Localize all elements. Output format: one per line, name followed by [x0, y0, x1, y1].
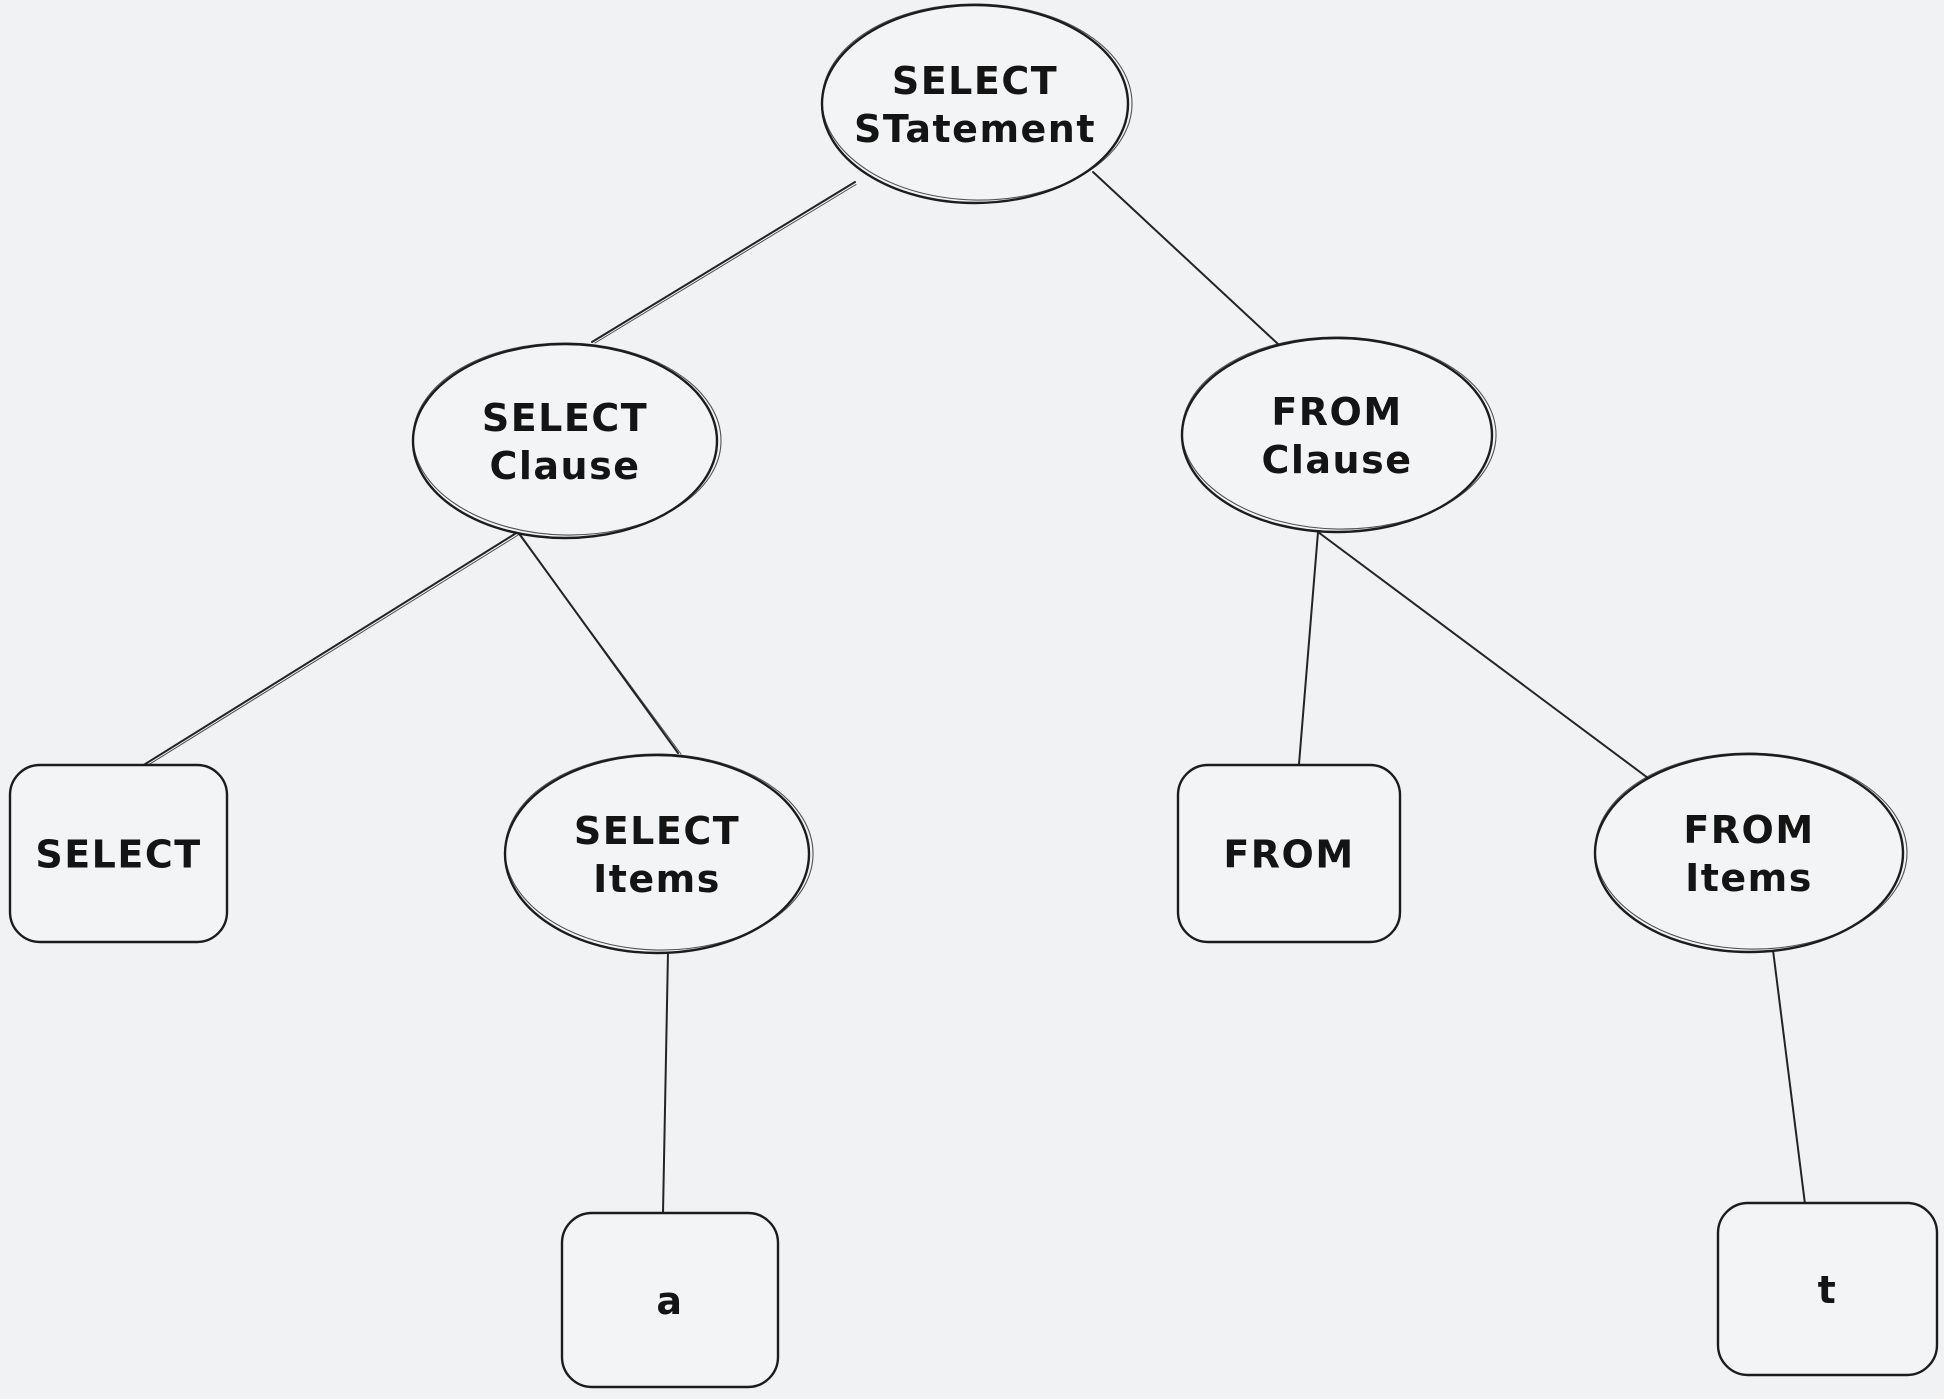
from-clause-ellipse[interactable] — [1180, 336, 1494, 534]
table-t-rect[interactable] — [1716, 1201, 1939, 1377]
select-keyword-rect[interactable] — [8, 763, 229, 944]
select-statement-ellipse[interactable] — [820, 3, 1130, 205]
node-from-keyword[interactable]: FROM — [1176, 763, 1402, 944]
node-table-t[interactable]: t — [1716, 1201, 1939, 1377]
node-select-keyword[interactable]: SELECT — [8, 763, 229, 944]
select-clause-ellipse[interactable] — [411, 342, 719, 540]
select-items-ellipse[interactable] — [503, 753, 811, 955]
from-keyword-label: FROM — [1223, 833, 1354, 877]
node-item-a[interactable]: a — [560, 1211, 780, 1389]
edge-select-clause-select-items — [517, 531, 682, 755]
edge-select-items-item-a — [662, 951, 669, 1214]
edge-select-clause-select-keyword — [141, 531, 520, 768]
select-items-ellipse-sketch — [504, 753, 814, 951]
from-items-ellipse-sketch — [1594, 752, 1908, 950]
select-clause-ellipse-sketch — [412, 342, 722, 536]
select-statement-ellipse-sketch — [821, 3, 1133, 201]
edge-select-statement-select-clause — [591, 181, 857, 344]
edge-from-items-table-t — [1772, 949, 1806, 1205]
from-clause-ellipse-sketch — [1181, 336, 1497, 530]
from-items-ellipse[interactable] — [1593, 752, 1905, 954]
select-keyword-label: SELECT — [35, 833, 201, 877]
from-keyword-rect[interactable] — [1176, 763, 1402, 944]
item-a-label: a — [656, 1279, 683, 1323]
edge-from-clause-from-items — [1317, 531, 1649, 779]
edge-from-clause-from-keyword — [1298, 531, 1319, 765]
table-t-label: t — [1818, 1268, 1838, 1312]
item-a-rect[interactable] — [560, 1211, 780, 1389]
edge-select-statement-from-clause — [1092, 171, 1279, 345]
